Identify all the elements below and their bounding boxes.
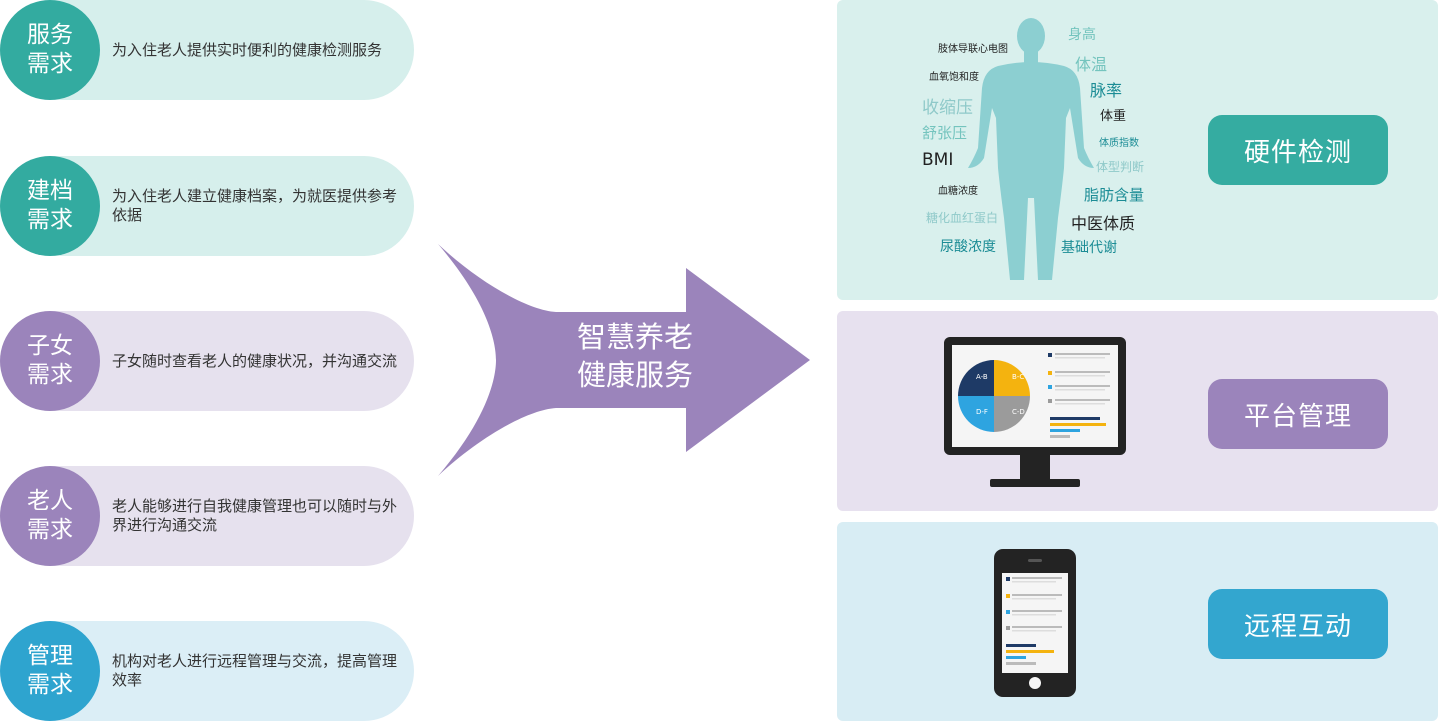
need-title-line2: 需求 — [27, 207, 73, 233]
need-title-line1: 老人 — [27, 488, 73, 514]
human-body-icon — [968, 18, 1094, 280]
need-title-line1: 服务 — [27, 22, 73, 48]
keyword-temperature: 体温 — [1075, 55, 1108, 74]
keyword-weight: 体重 — [1100, 109, 1127, 124]
need-title-line2: 需求 — [27, 517, 73, 543]
keyword-uric-acid: 尿酸浓度 — [940, 239, 996, 255]
keyword-bmi: BMI — [922, 150, 954, 170]
keyword-tcm-constitution: 中医体质 — [1071, 214, 1136, 233]
keyword-hba1c: 糖化血红蛋白 — [926, 211, 999, 225]
flow-arrow-icon — [438, 244, 810, 476]
need-title-line1: 子女 — [27, 333, 73, 359]
center-title-line2: 健康服务 — [576, 358, 693, 392]
pie-label-df: D-F — [976, 408, 988, 416]
need-title-line1: 建档 — [27, 178, 73, 204]
need-title-line2: 需求 — [27, 672, 73, 698]
pie-label-bc: B-C — [1012, 373, 1025, 381]
hardware-detection-button[interactable]: 硬件检测 — [1208, 115, 1388, 185]
remote-interaction-button[interactable]: 远程互动 — [1208, 589, 1388, 659]
monitor-icon — [944, 337, 1126, 487]
need-title-circle: 管理 需求 — [0, 621, 100, 721]
need-description: 老人能够进行自我健康管理也可以随时与外界进行沟通交流 — [112, 497, 398, 534]
keyword-pulse: 脉率 — [1090, 81, 1123, 100]
need-item-service: 服务 需求 为入住老人提供实时便利的健康检测服务 — [0, 0, 414, 100]
keyword-body-type: 体型判断 — [1096, 160, 1145, 174]
need-title-circle: 建档 需求 — [0, 156, 100, 256]
center-title: 智慧养老 健康服务 — [540, 318, 730, 394]
keyword-height: 身高 — [1068, 27, 1096, 43]
need-description: 子女随时查看老人的健康状况，并沟通交流 — [112, 351, 398, 370]
platform-management-button[interactable]: 平台管理 — [1208, 379, 1388, 449]
need-title-circle: 老人 需求 — [0, 466, 100, 566]
center-title-line1: 智慧养老 — [576, 320, 693, 354]
need-item-archive: 建档 需求 为入住老人建立健康档案，为就医提供参考依据 — [0, 156, 414, 256]
keyword-basal-metabolism: 基础代谢 — [1061, 240, 1117, 256]
need-title-line1: 管理 — [27, 643, 73, 669]
pie-label-ab: A-B — [976, 373, 988, 381]
need-title-circle: 服务 需求 — [0, 0, 100, 100]
need-item-children: 子女 需求 子女随时查看老人的健康状况，并沟通交流 — [0, 311, 414, 411]
need-title-line2: 需求 — [27, 51, 73, 77]
keyword-body-mass-index: 体质指数 — [1099, 138, 1139, 149]
need-description: 机构对老人进行远程管理与交流，提高管理效率 — [112, 652, 398, 689]
keyword-blood-glucose: 血糖浓度 — [938, 186, 978, 197]
need-item-elderly: 老人 需求 老人能够进行自我健康管理也可以随时与外界进行沟通交流 — [0, 466, 414, 566]
pie-label-cd: C-D — [1012, 408, 1025, 416]
need-description: 为入住老人提供实时便利的健康检测服务 — [112, 40, 383, 59]
keyword-diastolic: 舒张压 — [922, 124, 968, 142]
need-title-line2: 需求 — [27, 362, 73, 388]
keyword-spo2: 血氧饱和度 — [929, 72, 979, 83]
smartphone-icon — [994, 549, 1076, 697]
keyword-body-fat: 脂肪含量 — [1084, 186, 1145, 204]
need-item-management: 管理 需求 机构对老人进行远程管理与交流，提高管理效率 — [0, 621, 414, 721]
keyword-systolic: 收缩压 — [922, 98, 973, 118]
keyword-ecg: 肢体导联心电图 — [938, 44, 1008, 55]
need-title-circle: 子女 需求 — [0, 311, 100, 411]
need-description: 为入住老人建立健康档案，为就医提供参考依据 — [112, 187, 398, 224]
